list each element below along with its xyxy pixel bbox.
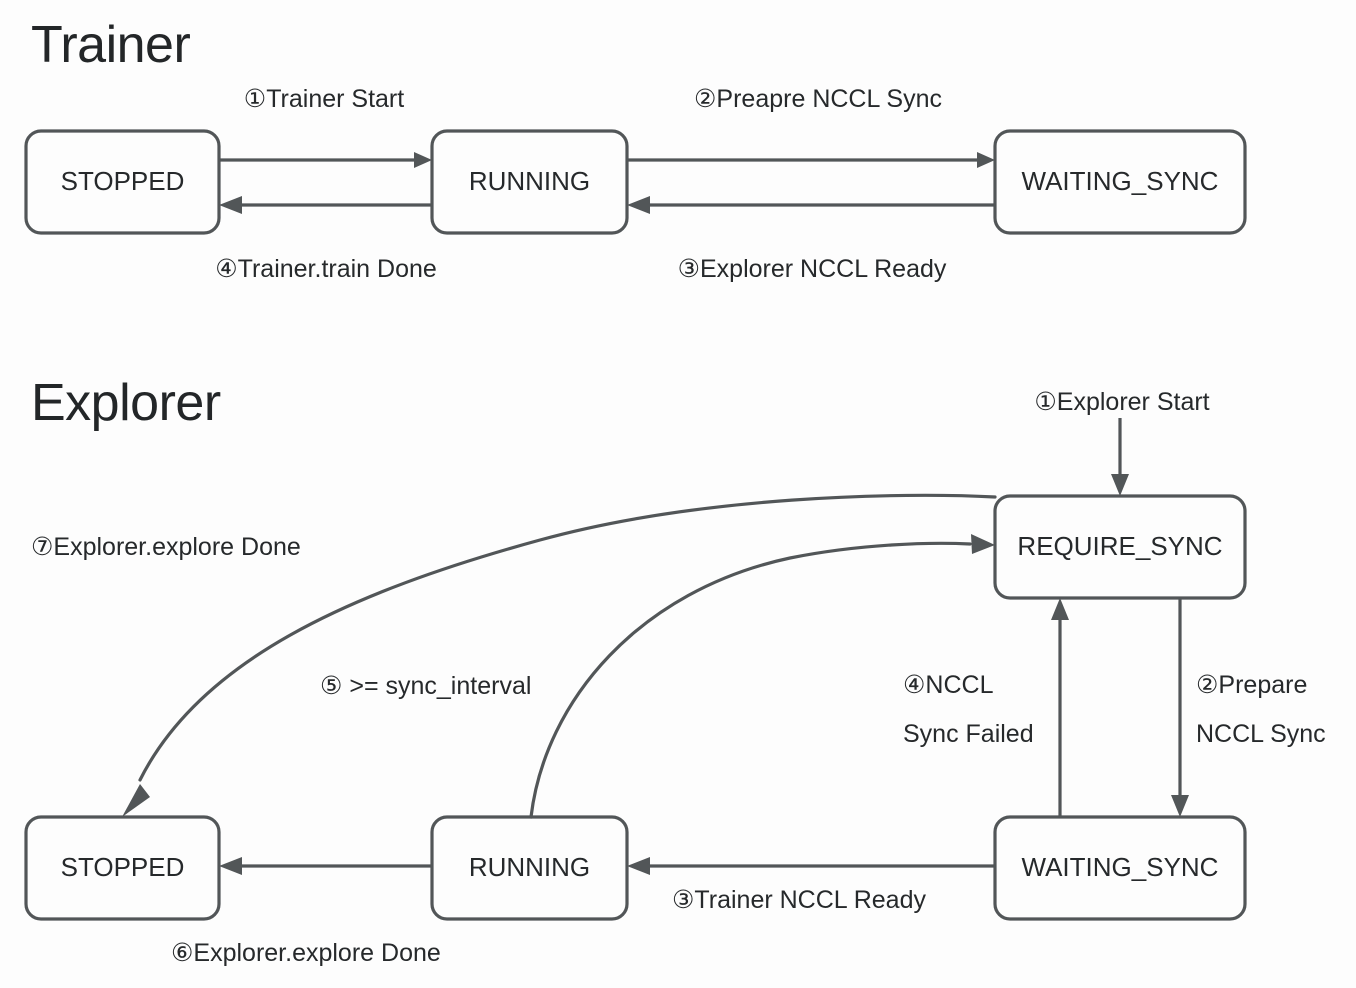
explorer-section-title: Explorer <box>31 374 221 432</box>
trainer-transition-3-label: ③Explorer NCCL Ready <box>678 255 947 283</box>
trainer-state-stopped-label: STOPPED <box>61 166 185 196</box>
explorer-state-waiting-sync-label: WAITING_SYNC <box>1022 852 1219 882</box>
explorer-transition-4-label-line1: ④NCCL <box>903 671 994 699</box>
explorer-transition-2-label-line2: NCCL Sync <box>1196 720 1326 748</box>
trainer-transition-1-arrowhead <box>414 152 432 168</box>
trainer-transition-2-arrow <box>627 152 995 168</box>
explorer-transition-5-arrowhead <box>971 534 995 554</box>
explorer-transition-3-arrowhead <box>627 857 650 875</box>
explorer-transition-7-curve <box>138 493 997 782</box>
trainer-state-waiting-sync[interactable]: WAITING_SYNC <box>993 129 1247 235</box>
trainer-transition-4-label: ④Trainer.train Done <box>215 255 437 283</box>
trainer-state-running[interactable]: RUNNING <box>430 129 629 235</box>
trainer-state-running-box[interactable] <box>430 129 629 235</box>
explorer-transition-6-label: ⑥Explorer.explore Done <box>171 939 441 967</box>
explorer-transition-7-arrowhead <box>122 784 150 817</box>
explorer-transition-1-arrow <box>1111 418 1129 496</box>
explorer-transition-4-arrowhead <box>1051 598 1069 620</box>
explorer-transition-4-arrow <box>1051 598 1069 817</box>
explorer-transition-5-label: ⑤ >= sync_interval <box>320 672 531 700</box>
trainer-state-waiting-sync-box[interactable] <box>993 129 1247 235</box>
trainer-transition-4-arrow <box>219 196 432 214</box>
trainer-transition-1-arrow <box>219 152 432 168</box>
trainer-state-stopped-box[interactable] <box>24 129 221 235</box>
explorer-transition-1-label: ①Explorer Start <box>1034 388 1209 416</box>
explorer-state-waiting-sync-box[interactable] <box>993 815 1247 921</box>
trainer-state-stopped[interactable]: STOPPED <box>24 129 221 235</box>
explorer-state-running-label: RUNNING <box>469 852 590 882</box>
explorer-transition-2-arrow <box>1171 598 1189 817</box>
trainer-transition-3-arrowhead <box>627 196 650 214</box>
trainer-transition-3-arrow <box>627 196 995 214</box>
trainer-transition-4-arrowhead <box>219 196 242 214</box>
trainer-transition-2-label: ②Preapre NCCL Sync <box>694 85 942 113</box>
trainer-transition-2-arrowhead <box>977 152 995 168</box>
explorer-transition-5-arrow <box>529 534 995 819</box>
explorer-state-require-sync-label: REQUIRE_SYNC <box>1017 531 1222 561</box>
explorer-state-running[interactable]: RUNNING <box>430 815 629 921</box>
explorer-state-require-sync[interactable]: REQUIRE_SYNC <box>993 494 1247 600</box>
explorer-transition-2-label-line1: ②Prepare <box>1196 671 1307 699</box>
explorer-transition-7-arrow <box>122 493 997 817</box>
trainer-transition-1-label: ①Trainer Start <box>244 85 404 113</box>
trainer-section-title: Trainer <box>31 16 190 74</box>
explorer-transition-6-arrow <box>219 857 432 875</box>
explorer-transition-4-label-line2: Sync Failed <box>903 720 1034 748</box>
explorer-transition-7-label: ⑦Explorer.explore Done <box>31 533 301 561</box>
explorer-state-waiting-sync[interactable]: WAITING_SYNC <box>993 815 1247 921</box>
explorer-state-stopped-label: STOPPED <box>61 852 185 882</box>
trainer-state-waiting-sync-label: WAITING_SYNC <box>1022 166 1219 196</box>
explorer-state-stopped[interactable]: STOPPED <box>24 815 221 921</box>
explorer-transition-3-label: ③Trainer NCCL Ready <box>672 886 926 914</box>
explorer-state-stopped-box[interactable] <box>24 815 221 921</box>
explorer-transition-2-arrowhead <box>1171 795 1189 817</box>
explorer-transition-1-arrowhead <box>1111 474 1129 496</box>
explorer-transition-5-curve <box>529 541 972 819</box>
trainer-state-running-label: RUNNING <box>469 166 590 196</box>
explorer-transition-3-arrow <box>627 857 995 875</box>
explorer-transition-6-arrowhead <box>219 857 242 875</box>
